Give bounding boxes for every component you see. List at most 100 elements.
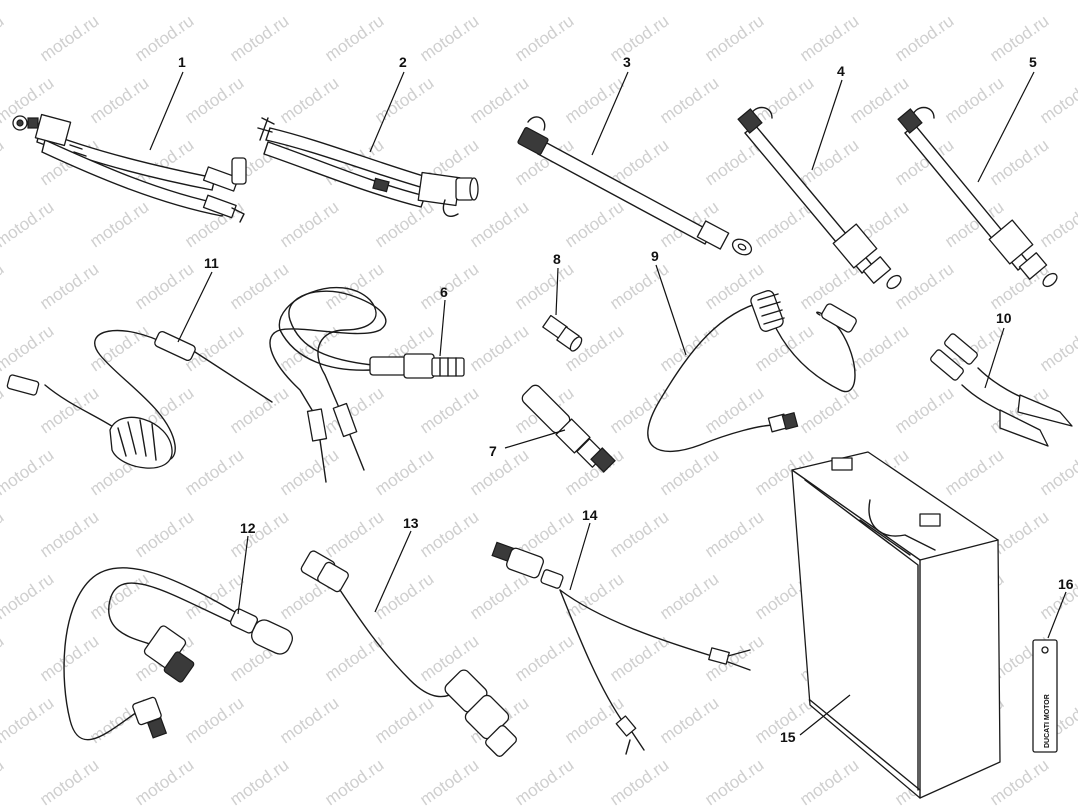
watermark-text: motod.ru	[276, 0, 342, 3]
callout-1: 1	[178, 54, 186, 70]
watermark-text: motod.ru	[891, 11, 957, 65]
watermark-text: motod.ru	[701, 755, 767, 808]
watermark-text: motod.ru	[276, 73, 342, 127]
callout-3: 3	[623, 54, 631, 70]
watermark-text: motod.ru	[511, 631, 577, 685]
part-11-probe-cable	[6, 329, 273, 469]
watermark-text: motod.ru	[0, 631, 7, 685]
part-9-loop-cable	[647, 290, 857, 453]
watermark-text: motod.ru	[416, 507, 482, 561]
watermark-text: motod.ru	[656, 693, 722, 747]
callout-14: 14	[582, 507, 598, 523]
watermark-text: motod.ru	[321, 11, 387, 65]
watermark-text: motod.ru	[36, 755, 102, 808]
watermark-text: motod.ru	[371, 197, 437, 251]
watermark-text: motod.ru	[466, 0, 532, 3]
part-12-y-cable	[63, 566, 293, 741]
watermark-text: motod.ru	[1036, 0, 1078, 3]
watermark-text: motod.ru	[796, 755, 862, 808]
callout-15: 15	[780, 729, 796, 745]
part-16-tag: DUCATI MOTOR	[1032, 639, 1058, 753]
watermark-text: motod.ru	[276, 197, 342, 251]
watermark-text: motod.ru	[371, 0, 437, 3]
part-5-tube-connector	[897, 106, 1058, 288]
watermark-text: motod.ru	[416, 259, 482, 313]
watermark-text: motod.ru	[226, 383, 292, 437]
callout-5: 5	[1029, 54, 1037, 70]
part-14-fork-terminal-cable	[491, 541, 751, 755]
watermark-text: motod.ru	[891, 259, 957, 313]
watermark-text: motod.ru	[131, 755, 197, 808]
watermark-text: motod.ru	[1036, 321, 1078, 375]
watermark-text: motod.ru	[986, 135, 1052, 189]
watermark-text: motod.ru	[941, 445, 1007, 499]
part-10-clip-leads	[930, 333, 1073, 447]
watermark-text: motod.ru	[36, 383, 102, 437]
watermark-text: motod.ru	[0, 693, 57, 747]
watermark-text: motod.ru	[656, 73, 722, 127]
watermark-text: motod.ru	[371, 73, 437, 127]
watermark-text: motod.ru	[131, 507, 197, 561]
watermark-text: motod.ru	[511, 11, 577, 65]
watermark-text: motod.ru	[86, 73, 152, 127]
leader-lines	[149, 71, 1067, 736]
watermark-text: motod.ru	[656, 445, 722, 499]
part-3-hose-ring-terminal	[517, 116, 753, 256]
watermark-text: motod.ru	[181, 693, 247, 747]
watermark-text: motod.ru	[371, 569, 437, 623]
watermark-text: motod.ru	[751, 73, 817, 127]
watermark-text: motod.ru	[511, 755, 577, 808]
watermark-text: motod.ru	[0, 11, 7, 65]
watermark-text: motod.ru	[36, 507, 102, 561]
watermark-text: motod.ru	[701, 507, 767, 561]
watermark-text: motod.ru	[656, 569, 722, 623]
watermark-text: motod.ru	[36, 259, 102, 313]
watermark-text: motod.ru	[796, 11, 862, 65]
watermark-text: motod.ru	[0, 135, 7, 189]
callout-16: 16	[1058, 576, 1074, 592]
watermark-text: motod.ru	[226, 259, 292, 313]
watermark-text: motod.ru	[0, 259, 7, 313]
watermark-text: motod.ru	[86, 197, 152, 251]
part-7-adapter-fitting	[521, 384, 616, 473]
part-2-hose-assembly	[257, 117, 479, 218]
watermark-text: motod.ru	[1036, 445, 1078, 499]
watermark-text: motod.ru	[846, 0, 912, 3]
watermark-text: motod.ru	[371, 693, 437, 747]
watermark-text: motod.ru	[606, 259, 672, 313]
watermark-text: motod.ru	[941, 73, 1007, 127]
watermark-text: motod.ru	[416, 383, 482, 437]
watermark-text: motod.ru	[561, 569, 627, 623]
watermark-text: motod.ru	[0, 507, 7, 561]
watermark-text: motod.ru	[986, 11, 1052, 65]
watermark-text: motod.ru	[466, 321, 532, 375]
watermark-text: motod.ru	[86, 569, 152, 623]
watermark-text: motod.ru	[276, 693, 342, 747]
watermark-text: motod.ru	[0, 445, 57, 499]
tag-label: DUCATI MOTOR	[1044, 694, 1051, 748]
callout-7: 7	[489, 443, 497, 459]
watermark-text: motod.ru	[561, 693, 627, 747]
watermark-text: motod.ru	[796, 135, 862, 189]
watermark-text: motod.ru	[276, 445, 342, 499]
watermark-text: motod.ru	[0, 321, 57, 375]
watermark-text: motod.ru	[606, 11, 672, 65]
watermark-text: motod.ru	[701, 383, 767, 437]
watermark-text: motod.ru	[466, 445, 532, 499]
watermark-text: motod.ru	[181, 0, 247, 3]
watermark-text: motod.ru	[606, 755, 672, 808]
part-13-lighter-plug-cable	[300, 550, 517, 757]
watermark-text: motod.ru	[226, 755, 292, 808]
callout-4: 4	[837, 63, 845, 79]
watermark-text: motod.ru	[416, 755, 482, 808]
part-1-hose-assembly	[12, 113, 247, 223]
watermark-text: motod.ru	[321, 755, 387, 808]
callout-12: 12	[240, 520, 256, 536]
watermark-text: motod.ru	[1036, 197, 1078, 251]
watermark-text: motod.ru	[0, 0, 57, 3]
watermark-text: motod.ru	[0, 569, 57, 623]
watermark-text: motod.ru	[131, 11, 197, 65]
watermark-text: motod.ru	[796, 383, 862, 437]
watermark-text: motod.ru	[131, 259, 197, 313]
